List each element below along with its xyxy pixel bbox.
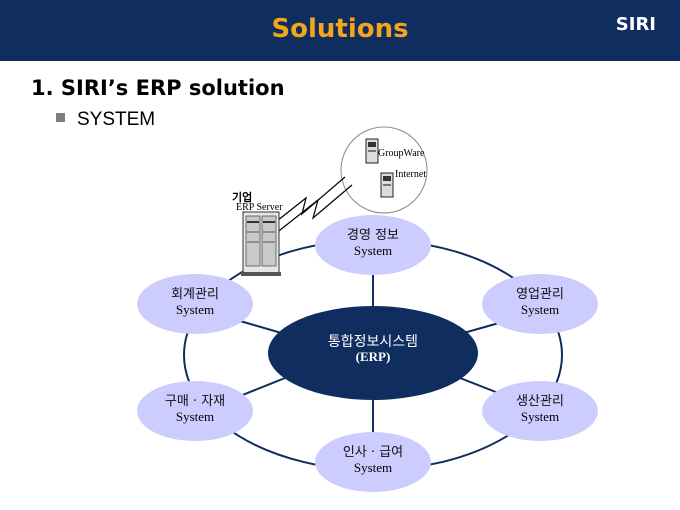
- node-hr-payroll: [315, 432, 431, 492]
- hub-label: 통합정보시스템: [327, 334, 419, 350]
- node-subtitle: System: [353, 459, 393, 475]
- node-management-info: [315, 215, 431, 275]
- section-title: 1. SIRI’s ERP solution: [31, 76, 285, 100]
- node-title: 구매 · 자재: [164, 394, 226, 409]
- groupware-label: GroupWare: [378, 148, 425, 159]
- hub-sublabel: (ERP): [355, 349, 391, 365]
- internet-label: Internet: [395, 169, 427, 180]
- node-label-hr-payroll: 인사 · 급여 System: [315, 445, 431, 476]
- hub-label-group: 통합정보시스템 (ERP): [273, 334, 473, 365]
- network-link-icon: [274, 184, 353, 235]
- node-title: 경영 정보: [347, 228, 399, 243]
- node-title: 회계관리: [171, 287, 219, 302]
- internet-server-icon: [380, 172, 394, 198]
- node-subtitle: System: [175, 301, 215, 317]
- brand-logo: SIRI: [615, 14, 656, 35]
- corp-label: 기업: [232, 191, 253, 204]
- erp-hub: [268, 306, 478, 400]
- bullet-text: SYSTEM: [77, 109, 156, 130]
- node-label-purchasing: 구매 · 자재 System: [137, 394, 253, 425]
- header-bar: Solutions SIRI: [0, 0, 680, 61]
- node-production: [482, 381, 598, 441]
- node-subtitle: System: [520, 408, 560, 424]
- server-rack-icon: [241, 211, 281, 276]
- bullet-square-icon: [56, 113, 65, 122]
- node-label-accounting: 회계관리 System: [137, 287, 253, 318]
- node-label-production: 생산관리 System: [482, 394, 598, 425]
- node-subtitle: System: [175, 408, 215, 424]
- node-title: 인사 · 급여: [342, 445, 404, 460]
- node-title: 영업관리: [516, 287, 564, 302]
- external-cloud: [340, 126, 428, 214]
- node-label-management-info: 경영 정보 System: [315, 228, 431, 259]
- page-title: Solutions: [271, 14, 409, 44]
- node-accounting: [137, 274, 253, 334]
- node-subtitle: System: [353, 242, 393, 258]
- node-subtitle: System: [520, 301, 560, 317]
- node-title: 생산관리: [516, 394, 564, 409]
- erp-server-label: ERP Server: [236, 202, 283, 213]
- node-sales: [482, 274, 598, 334]
- groupware-server-icon: [365, 138, 379, 164]
- node-label-sales: 영업관리 System: [482, 287, 598, 318]
- node-purchasing: [137, 381, 253, 441]
